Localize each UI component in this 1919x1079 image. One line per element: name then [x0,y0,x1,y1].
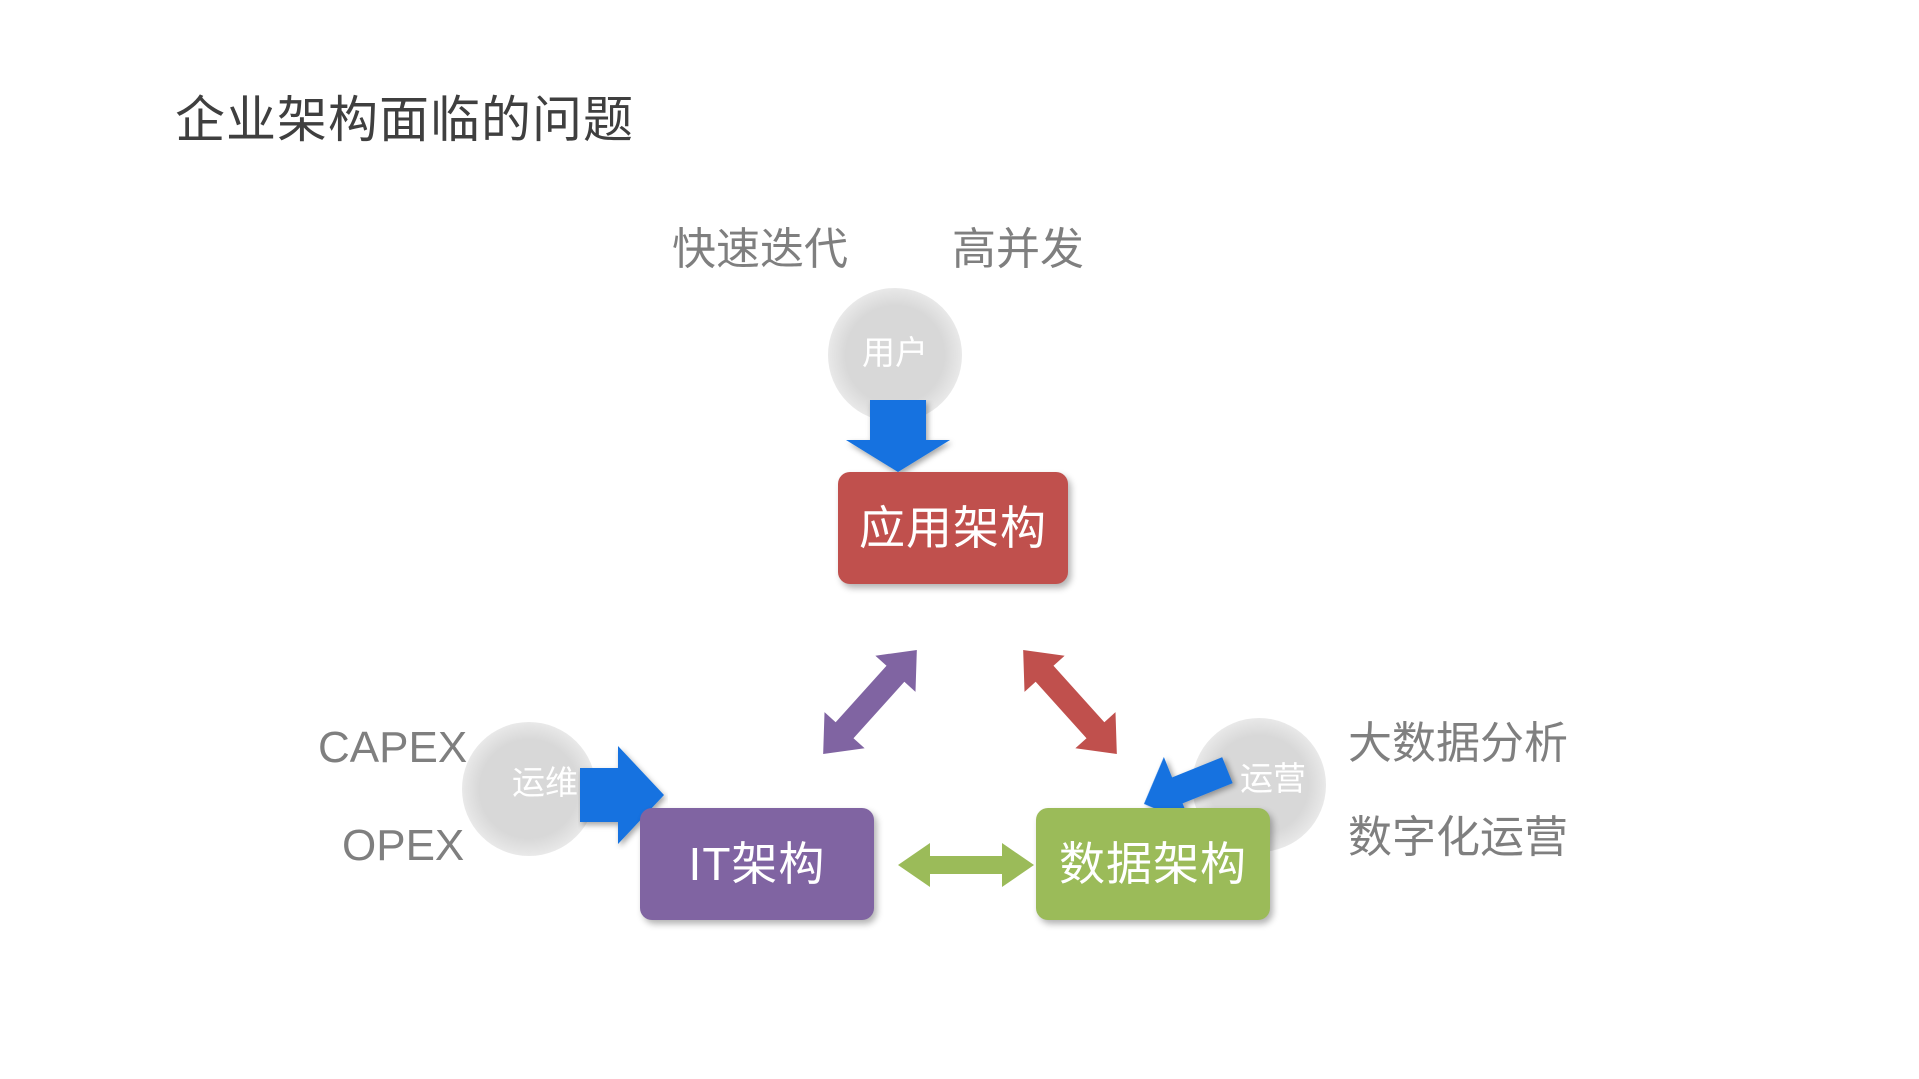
page-title: 企业架构面临的问题 [175,92,634,148]
box-it-architecture-label: IT架构 [688,838,826,890]
box-it-architecture[interactable]: IT架构 [640,808,874,920]
box-data-architecture-label: 数据架构 [1059,838,1247,890]
label-digital-operations: 数字化运营 [1348,813,1568,862]
arrow-it-data-bidirectional-icon [898,843,1034,887]
label-fast-iteration: 快速迭代 [672,225,848,274]
box-data-architecture[interactable]: 数据架构 [1036,808,1270,920]
actor-user-label: 用户 [862,334,928,371]
label-opex: OPEX [342,821,465,870]
label-capex: CAPEX [318,723,468,772]
label-big-data-analysis: 大数据分析 [1348,719,1568,768]
actor-ops-label: 运维 [512,764,578,801]
actor-business-ops-label: 运营 [1240,760,1306,797]
box-application-architecture[interactable]: 应用架构 [838,472,1068,584]
actor-ops-blob: 运维 [462,722,596,856]
arrow-application-data-bidirectional-icon [1023,649,1117,755]
box-application-architecture-label: 应用架构 [859,502,1047,554]
arrow-application-it-bidirectional-icon [823,649,917,755]
actor-user-blob: 用户 [828,288,962,422]
label-high-concurrency: 高并发 [952,225,1084,274]
